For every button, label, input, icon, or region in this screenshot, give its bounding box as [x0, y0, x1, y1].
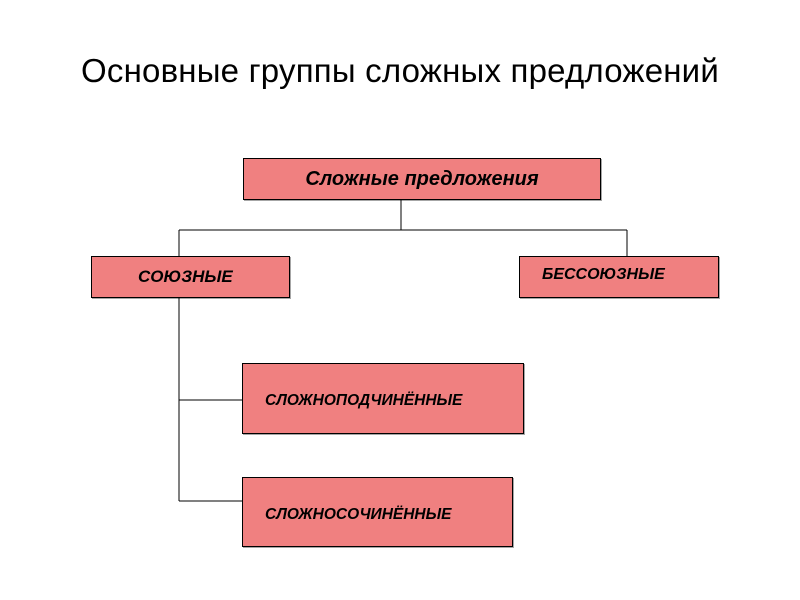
node-label: СОЮЗНЫЕ: [138, 267, 233, 286]
node-label: СЛОЖНОПОДЧИНЁННЫЕ: [265, 391, 463, 409]
node-nonunion: БЕССОЮЗНЫЕ: [519, 256, 719, 298]
slide-title: Основные группы сложных предложений: [81, 52, 719, 89]
node-subordinate: СЛОЖНОПОДЧИНЁННЫЕ: [242, 363, 524, 434]
node-label: БЕССОЮЗНЫЕ: [542, 266, 665, 283]
node-complex-sentences: Сложные предложения: [243, 158, 601, 200]
node-label: СЛОЖНОСОЧИНЁННЫЕ: [265, 506, 452, 523]
node-coordinate: СЛОЖНОСОЧИНЁННЫЕ: [242, 477, 513, 547]
node-label: Сложные предложения: [305, 167, 539, 190]
node-union: СОЮЗНЫЕ: [91, 256, 290, 298]
